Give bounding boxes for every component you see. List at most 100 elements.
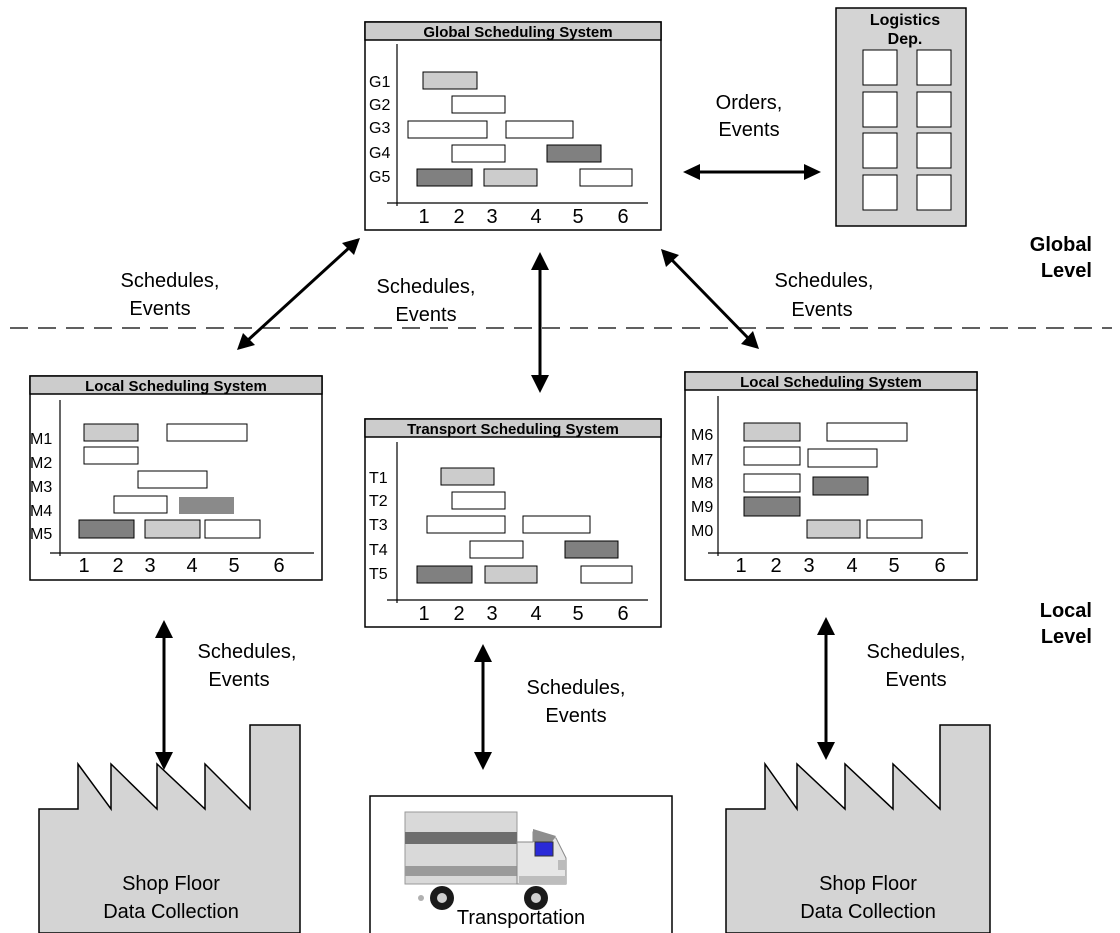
gantt-bar (144, 519, 201, 539)
gantt-bar (416, 168, 473, 187)
panel-title-bar (364, 418, 662, 438)
gantt-bar (483, 168, 538, 187)
panel-title-bar (684, 371, 978, 391)
factory-label: Data Collection (800, 901, 936, 923)
row-label: M6 (691, 427, 713, 444)
row-label: M3 (30, 479, 52, 496)
gantt-bars (78, 423, 261, 539)
row-label: M7 (691, 452, 713, 469)
transportation-box: Transportation (369, 795, 673, 933)
arrow-label: Events (129, 298, 190, 320)
gantt-bar (564, 540, 619, 559)
panel-title-bar (364, 21, 662, 41)
arrow-label: Events (885, 669, 946, 691)
gantt-bar (83, 423, 139, 442)
axis-tick: 4 (846, 555, 857, 577)
panel-title: Global Scheduling System (423, 24, 612, 41)
arrow-label: Schedules, (775, 270, 874, 292)
gantt-bar (580, 565, 633, 584)
gantt-bar (137, 470, 208, 489)
level-label: Local (1040, 600, 1092, 622)
transport-scheduling-panel: Transport Scheduling System T1 T2 T3 T4 … (364, 418, 662, 628)
factory-label: Shop Floor (819, 873, 917, 895)
window (862, 91, 898, 128)
logistics-label: Logistics (870, 12, 940, 29)
gantt-bar (469, 540, 524, 559)
gantt-bar (812, 476, 869, 496)
axis-tick: 4 (530, 206, 541, 228)
arrow-label: Events (208, 669, 269, 691)
gantt-bar (505, 120, 574, 139)
logistics-building: Logistics Dep. (835, 7, 967, 227)
factory-icon (38, 724, 301, 933)
gantt-bar (166, 423, 248, 442)
gantt-bar (743, 422, 801, 442)
arrow-label: Events (791, 299, 852, 321)
axis-tick: 2 (453, 206, 464, 228)
global-scheduling-panel: Global Scheduling System G1 G2 G3 G4 G5 … (364, 21, 662, 231)
axis-tick: 5 (572, 603, 583, 625)
gantt-bar (826, 422, 908, 442)
row-label: M8 (691, 475, 713, 492)
gantt-bar (807, 448, 878, 468)
arrow-label: Schedules, (121, 270, 220, 292)
factory-right: Shop Floor Data Collection (725, 724, 991, 933)
gantt-bar (743, 446, 801, 466)
gantt-bar (451, 95, 506, 114)
factory-icon (725, 724, 991, 933)
window (862, 49, 898, 86)
axis-tick: 4 (186, 555, 197, 577)
axis-tick: 5 (572, 206, 583, 228)
gantt-bar (440, 467, 495, 486)
gantt-bars (407, 71, 633, 187)
row-label: M5 (30, 526, 52, 543)
axis-tick: 6 (617, 206, 628, 228)
row-label: T3 (369, 517, 388, 534)
window (916, 49, 952, 86)
arrow-label: Schedules, (377, 276, 476, 298)
gantt-bar (204, 519, 261, 539)
gantt-bar (522, 515, 591, 534)
level-label: Level (1041, 626, 1092, 648)
truck-icon (404, 811, 567, 910)
axis-tick: 6 (273, 555, 284, 577)
row-label: G2 (369, 97, 390, 114)
window (916, 174, 952, 211)
orders-events-arrow (683, 164, 821, 180)
gantt-bar (806, 519, 861, 539)
gantt-bar (866, 519, 923, 539)
gantt-bar (416, 565, 473, 584)
axis-tick: 2 (112, 555, 123, 577)
axis-tick: 1 (418, 206, 429, 228)
window (862, 132, 898, 169)
axis-tick: 3 (486, 206, 497, 228)
row-label: T2 (369, 493, 388, 510)
axis-tick: 1 (735, 555, 746, 577)
gantt-bars (416, 467, 633, 584)
local-scheduling-panel-right: Local Scheduling System M6 M7 M8 M9 M0 1… (684, 371, 978, 581)
factory-label: Shop Floor (122, 873, 220, 895)
axis-tick: 3 (803, 555, 814, 577)
local-scheduling-panel-left: Local Scheduling System M1 M2 M3 M4 M5 1… (29, 375, 323, 581)
gantt-bar (83, 446, 139, 465)
window (862, 174, 898, 211)
row-label: M1 (30, 431, 52, 448)
logistics-label: Dep. (888, 31, 923, 48)
arrow-label: Schedules, (867, 641, 966, 663)
schedule-arrows-local (155, 617, 835, 770)
window (916, 91, 952, 128)
transportation-label: Transportation (457, 907, 585, 929)
gantt-bar (743, 496, 801, 517)
gantt-bar (451, 491, 506, 510)
axis-tick: 5 (228, 555, 239, 577)
row-label: T1 (369, 470, 388, 487)
gantt-bar (579, 168, 633, 187)
panel-title: Local Scheduling System (740, 374, 922, 391)
gantt-bar (743, 473, 801, 493)
factory-label: Data Collection (103, 901, 239, 923)
row-label: G1 (369, 74, 390, 91)
axis-tick: 5 (888, 555, 899, 577)
panel-title: Transport Scheduling System (407, 421, 619, 438)
arrow-label: Events (395, 304, 456, 326)
